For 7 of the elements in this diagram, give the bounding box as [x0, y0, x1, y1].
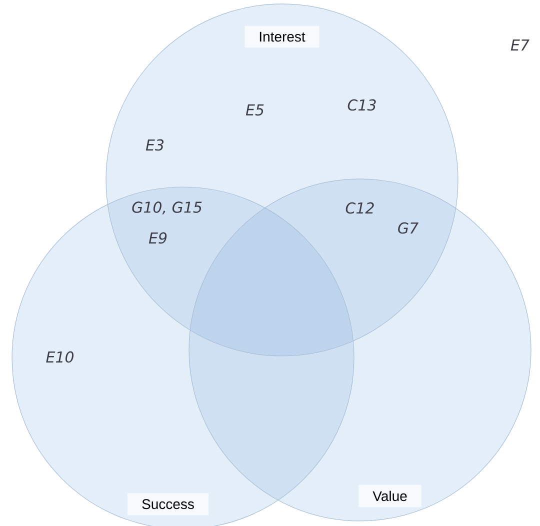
handwritten-label: E7 [510, 40, 530, 50]
handwritten-label: G7 [398, 222, 418, 234]
handwritten-label: E3 [146, 139, 164, 151]
handwritten-label: E5 [246, 104, 264, 116]
handwritten-label: E10 [46, 351, 74, 363]
handwritten-label: C13 [348, 99, 376, 111]
handwritten-label: E9 [148, 232, 167, 244]
